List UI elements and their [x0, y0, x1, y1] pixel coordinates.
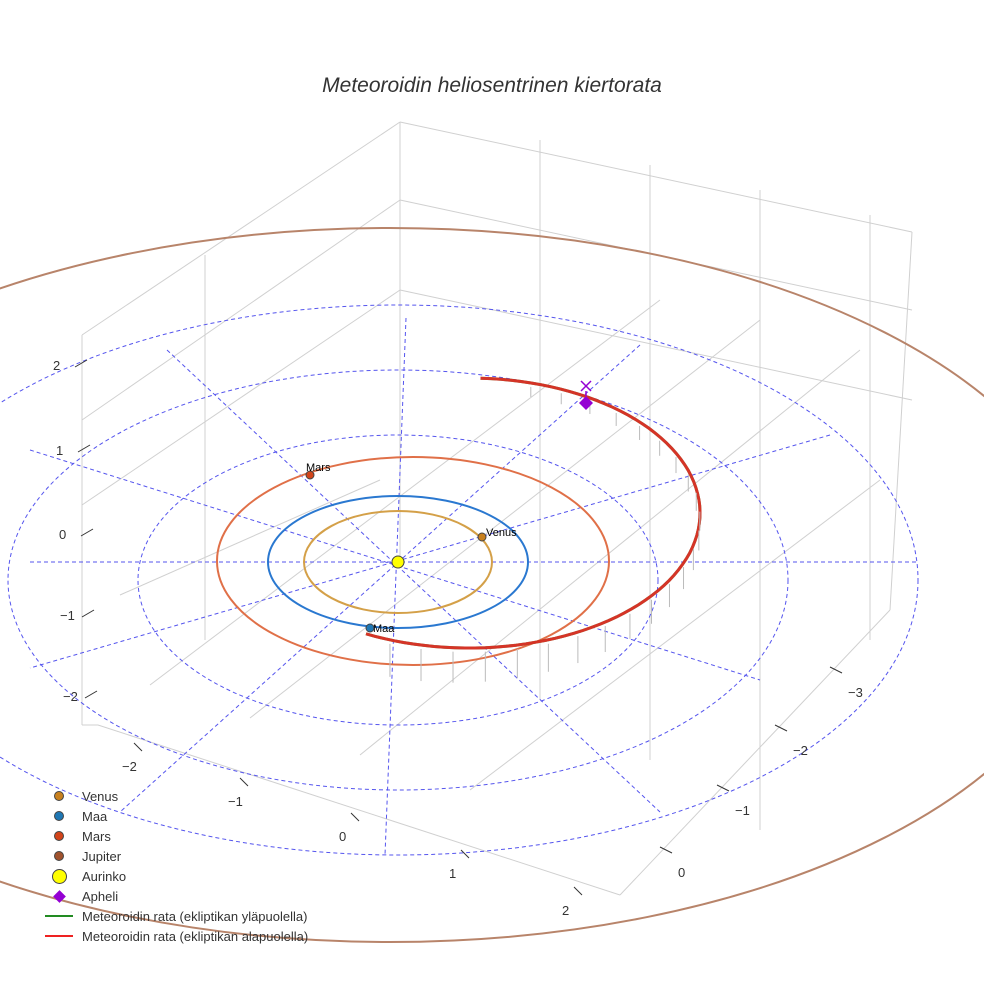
grid-line — [81, 289, 401, 506]
ecliptic-grid-spoke — [119, 344, 641, 813]
tick-mark — [829, 666, 843, 674]
z-axis-tick: −1 — [60, 608, 75, 623]
venus-label: Venus — [486, 527, 517, 539]
grid-line — [81, 121, 401, 336]
ecliptic-grid-ring — [0, 304, 919, 856]
dot-icon — [36, 831, 82, 841]
x-axis-tick: 1 — [449, 866, 456, 881]
x-axis-tick: −2 — [122, 759, 137, 774]
dot-icon — [36, 868, 82, 884]
z-axis-tick: 2 — [53, 358, 60, 373]
diamond-icon — [36, 889, 82, 903]
line-icon — [36, 935, 82, 937]
tick-mark — [133, 742, 143, 752]
venus-marker — [477, 532, 487, 542]
y-axis-tick: −2 — [793, 743, 808, 758]
grid-line — [399, 121, 913, 233]
tick-mark — [74, 359, 88, 368]
dot-icon — [36, 791, 82, 801]
grid-line — [399, 289, 913, 401]
legend-item[interactable]: Jupiter — [36, 846, 308, 866]
aphelion-marker — [579, 396, 593, 410]
legend-item[interactable]: Aurinko — [36, 866, 308, 886]
ecliptic-grid-spoke — [29, 434, 831, 669]
grid-line — [469, 479, 881, 791]
x-axis-tick: −1 — [228, 794, 243, 809]
legend-item[interactable]: Mars — [36, 826, 308, 846]
ecliptic-grid-ring — [7, 369, 789, 791]
venus-orbit — [303, 510, 493, 614]
tick-mark — [84, 690, 98, 699]
tick-mark — [350, 812, 360, 822]
sun-marker — [391, 555, 405, 569]
chart-title: Meteoroidin heliosentrinen kiertorata — [322, 74, 662, 97]
x-axis-tick: 0 — [339, 829, 346, 844]
y-axis-tick: −3 — [848, 685, 863, 700]
y-axis-tick: 0 — [678, 865, 685, 880]
z-axis-tick: 1 — [56, 443, 63, 458]
grid-line — [119, 479, 381, 596]
grid-line — [359, 349, 861, 756]
tick-mark — [774, 724, 788, 732]
ecliptic-grid-ring — [137, 434, 659, 726]
legend-item[interactable]: Apheli — [36, 886, 308, 906]
grid-line — [619, 609, 891, 896]
legend-label: Apheli — [82, 888, 119, 904]
mars-marker — [305, 470, 315, 480]
tick-mark — [77, 444, 91, 453]
legend-label: Meteoroidin rata (ekliptikan yläpuolella… — [82, 908, 308, 924]
mars-orbit — [216, 456, 610, 666]
maa-orbit — [267, 495, 529, 629]
tick-mark — [81, 609, 95, 618]
legend-label: Venus — [82, 788, 119, 804]
ecliptic-grid-spoke — [29, 449, 761, 681]
legend-label: Meteoroidin rata (ekliptikan alapuolella… — [82, 928, 309, 944]
grid-line — [81, 199, 401, 421]
dot-icon — [36, 851, 82, 861]
tick-mark — [573, 886, 583, 896]
grid-line — [249, 319, 761, 719]
z-axis-tick: 0 — [59, 527, 66, 542]
tick-mark — [460, 849, 470, 859]
jupiter-orbit — [0, 227, 984, 943]
meteoroid-orbit-below — [365, 376, 702, 650]
maa-label: Maa — [373, 623, 395, 635]
aphelion-x-marker — [580, 380, 592, 396]
legend-label: Maa — [82, 808, 108, 824]
maa-marker — [365, 623, 375, 633]
line-icon — [36, 915, 82, 917]
legend-item[interactable]: Meteoroidin rata (ekliptikan yläpuolella… — [36, 906, 308, 926]
legend-label: Mars — [82, 828, 111, 844]
grid-line — [149, 299, 661, 686]
mars-label: Mars — [306, 462, 331, 474]
z-axis-tick: −2 — [63, 689, 78, 704]
legend-label: Aurinko — [82, 868, 127, 884]
tick-mark — [239, 777, 249, 787]
x-axis-tick: 2 — [562, 903, 569, 918]
legend-item[interactable]: Meteoroidin rata (ekliptikan alapuolella… — [36, 926, 308, 946]
y-axis-tick: −1 — [735, 803, 750, 818]
legend-label: Jupiter — [82, 848, 122, 864]
dot-icon — [36, 811, 82, 821]
ecliptic-grid-spoke — [166, 349, 661, 813]
legend-item[interactable]: Venus — [36, 786, 308, 806]
tick-mark — [716, 784, 730, 792]
grid-line — [889, 231, 913, 611]
tick-mark — [659, 846, 673, 854]
legend-item[interactable]: Maa — [36, 806, 308, 826]
ecliptic-grid-spoke — [384, 317, 407, 856]
tick-mark — [80, 528, 94, 537]
